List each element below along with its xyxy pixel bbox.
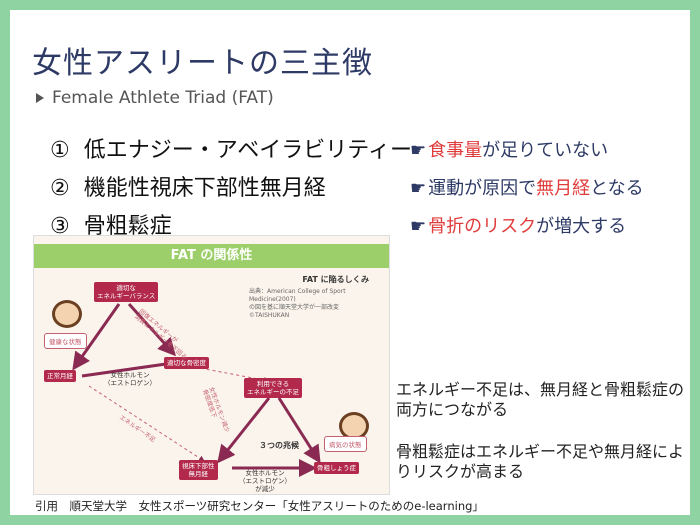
diagram-arrows bbox=[72, 302, 321, 477]
note-text: 運動が原因で bbox=[428, 178, 537, 199]
note-1: ☛食事量が足りていない bbox=[410, 136, 608, 162]
item-text: 低エナジー・アベイラビリティー bbox=[83, 138, 412, 163]
pointing-hand-icon: ☛ bbox=[410, 140, 427, 161]
item-number: ① bbox=[50, 138, 70, 163]
hormone-decrease-label: 女性ホルモン （エストロゲン） が減少 bbox=[239, 469, 291, 493]
slide-title: 女性アスリートの三主徴 bbox=[32, 46, 373, 81]
box-osteoporosis: 骨粗しょう症 bbox=[314, 462, 359, 474]
slide: 女性アスリートの三主徴 Female Athlete Triad (FAT) ①… bbox=[10, 10, 690, 515]
subtitle-text: Female Athlete Triad (FAT) bbox=[52, 88, 274, 108]
triad-item-2: ② 機能性視床下部性無月経 bbox=[50, 170, 326, 202]
fat-diagram: FAT の関係性 FAT に陥るしくみ 出典：American College … bbox=[33, 235, 390, 495]
bullet-triangle-icon bbox=[36, 93, 44, 103]
note-text: が足りていない bbox=[482, 140, 609, 161]
box-energy-deficiency: 利用できる エネルギーの不足 bbox=[244, 378, 302, 398]
box-amenorrhea: 視床下部性 無月経 bbox=[179, 460, 218, 480]
healthy-tag: 健康な状態 bbox=[44, 333, 87, 349]
note-text: となる bbox=[590, 178, 644, 199]
box-energy-balance: 適切な エネルギーバランス bbox=[94, 282, 159, 302]
note-highlight: 無月経 bbox=[536, 178, 591, 199]
diagram-credit: 出典：American College of Sport Medicine(20… bbox=[249, 288, 346, 319]
item-number: ③ bbox=[50, 214, 70, 239]
note-highlight: 骨折のリスク bbox=[428, 216, 537, 237]
note-3: ☛骨折のリスクが増大する bbox=[410, 212, 626, 238]
side-text-2: 骨粗鬆症はエネルギー不足や無月経によりリスクが高まる bbox=[396, 442, 685, 481]
triad-item-3: ③ 骨粗鬆症 bbox=[50, 208, 172, 240]
note-highlight: 食事量 bbox=[428, 140, 483, 161]
pointing-hand-icon: ☛ bbox=[410, 178, 427, 199]
item-number: ② bbox=[50, 176, 70, 201]
diagram-header: FAT の関係性 bbox=[34, 244, 389, 268]
triad-item-1: ① 低エナジー・アベイラビリティー bbox=[50, 132, 412, 164]
item-text: 骨粗鬆症 bbox=[83, 214, 172, 239]
healthy-girl-icon bbox=[52, 300, 82, 328]
side-text-1: エネルギー不足は、無月経と骨粗鬆症の両方につながる bbox=[396, 380, 685, 419]
three-signs-label: ３つの兆候 bbox=[259, 441, 299, 450]
note-2: ☛運動が原因で無月経となる bbox=[410, 174, 644, 200]
citation: 引用 順天堂大学 女性スポーツ研究センター「女性アスリートのためのe-learn… bbox=[35, 499, 484, 513]
diagram-subtitle: FAT に陥るしくみ bbox=[302, 275, 369, 284]
note-text: が増大する bbox=[536, 216, 627, 237]
slide-subtitle: Female Athlete Triad (FAT) bbox=[36, 88, 274, 108]
pointing-hand-icon: ☛ bbox=[410, 216, 427, 237]
sick-tag: 病気の状態 bbox=[324, 436, 367, 452]
box-normal-menstruation: 正常月経 bbox=[44, 370, 76, 382]
item-text: 機能性視床下部性無月経 bbox=[83, 176, 326, 201]
hormone-label: 女性ホルモン （エストロゲン） bbox=[104, 371, 156, 387]
box-bone-density: 適切な骨密度 bbox=[164, 357, 209, 369]
